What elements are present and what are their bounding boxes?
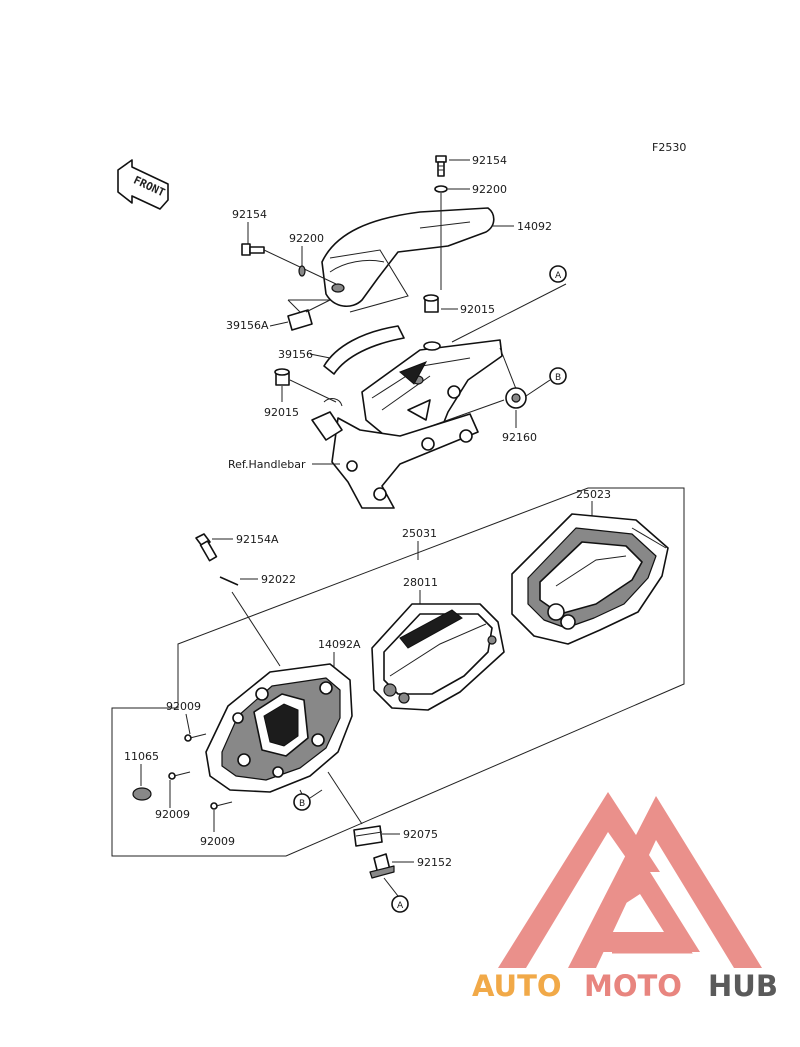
- damper-lower-part: [353, 825, 383, 847]
- callout-cover-upper: 14092: [517, 220, 552, 233]
- damper-grommet-part: [423, 294, 439, 313]
- screw-a-part: [184, 733, 207, 742]
- callout-washer-top: 92200: [472, 183, 507, 196]
- watermark-brand-part3: HUB: [708, 969, 778, 1003]
- ref-a-bottom: A: [397, 901, 404, 911]
- callout-meter-assy: 25031: [402, 527, 437, 540]
- washer-left-part: [298, 265, 306, 277]
- callout-grommet-b: 92160: [502, 431, 537, 444]
- screw-b-part: [168, 771, 191, 780]
- ref-b-bottom: B: [299, 799, 305, 809]
- callout-screw-a: 92009: [166, 700, 201, 713]
- collar-lower-part: [369, 853, 395, 879]
- grommet-b-part: [505, 387, 527, 409]
- ref-a-top: A: [555, 271, 562, 281]
- callout-meter-cover: 25023: [576, 488, 611, 501]
- callout-bolt-left: 92154: [232, 208, 267, 221]
- bolt-meter-part: [195, 533, 218, 562]
- bolt-top-part: [435, 155, 447, 177]
- callout-cap: 11065: [124, 750, 159, 763]
- callout-screw-c: 92009: [200, 835, 235, 848]
- screw-c-part: [210, 801, 233, 810]
- callout-case-lower: 14092A: [318, 638, 361, 651]
- watermark-brand-part1: AUTO: [472, 969, 562, 1003]
- callout-meter-unit: 28011: [403, 576, 438, 589]
- assembly-outline: [111, 487, 685, 857]
- callout-bolt-top: 92154: [472, 154, 507, 167]
- ref-circle-a-bottom: [391, 895, 409, 913]
- upper-cover-part: [321, 207, 495, 307]
- case-lower-part: [205, 663, 353, 793]
- collar-left-part: [274, 368, 290, 386]
- meter-unit-part: [371, 603, 505, 711]
- callout-collar-left: 92015: [264, 406, 299, 419]
- callout-pad-small: 39156A: [226, 319, 269, 332]
- ref-circle-b-top: [549, 367, 567, 385]
- watermark-logo: [498, 792, 762, 968]
- callout-washer-left: 92200: [289, 232, 324, 245]
- washer-top-part: [434, 185, 448, 193]
- callout-screw-b: 92009: [155, 808, 190, 821]
- callout-damper-grommet: 92015: [460, 303, 495, 316]
- callout-washer-meter: 92022: [261, 573, 296, 586]
- meter-cover-part: [511, 513, 669, 645]
- ref-circle-b-bottom: [293, 793, 311, 811]
- front-direction-arrow: FRONT: [117, 159, 169, 210]
- callout-ref-handlebar: Ref.Handlebar: [228, 458, 306, 471]
- callout-pad-large: 39156: [278, 348, 313, 361]
- figure-code: F2530: [652, 141, 686, 154]
- bolt-left-part: [241, 243, 265, 256]
- watermark-brand-part2: MOTO: [584, 969, 682, 1003]
- cap-part: [132, 787, 152, 801]
- ref-circle-a-top: [549, 265, 567, 283]
- callout-bolt-meter: 92154A: [236, 533, 279, 546]
- pad-large-part: [323, 325, 405, 375]
- watermark-brand: AUTO MOTO HUB: [472, 969, 778, 1003]
- callout-damper-lower: 92075: [403, 828, 438, 841]
- handlebar-clamp-part: [311, 398, 479, 509]
- washer-meter-part: [219, 576, 239, 586]
- callout-collar-lower: 92152: [417, 856, 452, 869]
- ref-b-top: B: [555, 373, 561, 383]
- pad-small-part: [287, 309, 313, 331]
